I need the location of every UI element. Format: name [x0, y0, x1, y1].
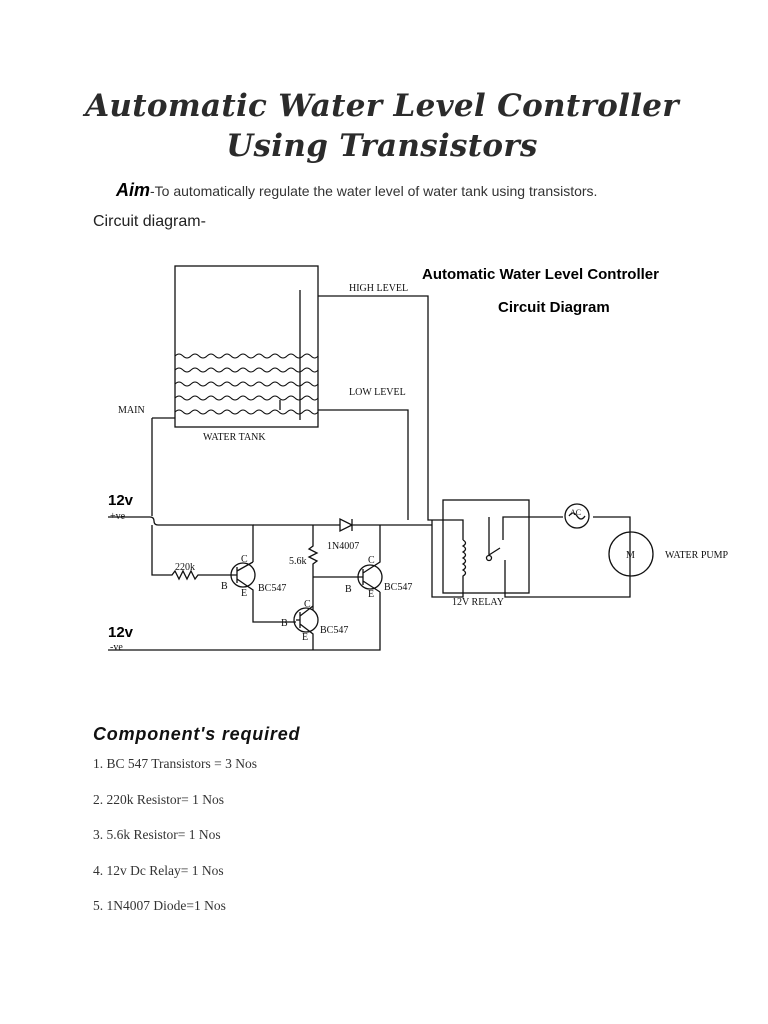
supply-negative-value: 12v	[108, 624, 134, 641]
water-pump-label: WATER PUMP	[665, 550, 729, 561]
water-tank-label: WATER TANK	[203, 432, 266, 443]
diagram-title-line-2: Circuit Diagram	[498, 299, 610, 316]
negative-rail	[108, 592, 381, 651]
high-level-wire	[318, 295, 432, 521]
transistor-1-e: E	[241, 588, 247, 599]
resistor-220k	[151, 525, 230, 581]
transistor-3-label: BC547	[320, 625, 348, 636]
transistor-3-c: C	[304, 599, 311, 610]
relay-coil	[461, 539, 467, 580]
positive-rail	[108, 516, 254, 562]
transistor-1-c: C	[241, 554, 248, 565]
resistor-220k-label: 220k	[175, 562, 195, 573]
diode-label: 1N4007	[327, 541, 359, 552]
aim-label: Aim	[116, 180, 151, 200]
components-heading: Component's required	[93, 724, 301, 744]
list-item: 4. 12v Dc Relay= 1 Nos	[93, 862, 224, 878]
main-label: MAIN	[118, 405, 145, 416]
list-item: 5. 1N4007 Diode=1 Nos	[93, 898, 226, 913]
components-list: 1. BC 547 Transistors = 3 Nos 2. 220k Re…	[93, 756, 257, 934]
water-tank	[174, 265, 319, 428]
resistor-5-6k	[307, 525, 319, 610]
diode-1n4007	[339, 517, 354, 533]
transistor-2-b: B	[345, 584, 352, 595]
supply-negative-sign: -ve	[110, 642, 123, 653]
main-wire	[151, 417, 175, 516]
supply-positive-value: 12v	[108, 492, 134, 509]
aim-text: -To automatically regulate the water lev…	[150, 183, 598, 199]
diagram-title-line-1: Automatic Water Level Controller	[422, 266, 659, 283]
transistor-1-label: BC547	[258, 583, 286, 594]
aim-paragraph: Aim-To automatically regulate the water …	[116, 180, 597, 201]
list-item: 3. 5.6k Resistor= 1 Nos	[93, 827, 221, 842]
relay-label: 12V RELAY	[452, 597, 504, 608]
transistor-2-c: C	[368, 555, 375, 566]
list-item: 2. 220k Resistor= 1 Nos	[93, 791, 224, 807]
transistor-3-b: B	[281, 618, 288, 629]
low-level-label: LOW LEVEL	[349, 387, 406, 398]
page-title-line-1: Automatic Water Level Controller	[85, 88, 679, 124]
transistor-2-label: BC547	[384, 582, 412, 593]
high-level-label: HIGH LEVEL	[349, 283, 408, 294]
resistor-5-6k-label: 5.6k	[289, 556, 307, 567]
motor-label: M	[626, 550, 635, 561]
transistor-3-e: E	[302, 632, 308, 643]
page-title-line-2: Using Transistors	[226, 128, 538, 164]
supply-positive-sign: +ve	[110, 511, 126, 522]
transistor-1-b: B	[221, 581, 228, 592]
transistor-3-body	[293, 607, 319, 633]
list-item: 1. BC 547 Transistors = 3 Nos	[93, 756, 258, 771]
ac-label: AC	[570, 508, 581, 517]
relay-box	[442, 499, 530, 594]
transistor-2-e: E	[368, 589, 374, 600]
ac-source	[564, 503, 590, 529]
low-level-wire	[279, 400, 409, 520]
circuit-diagram: Automatic Water Level Controller Circuit…	[108, 265, 729, 653]
motor	[608, 531, 654, 577]
water-waves	[174, 353, 319, 415]
circuit-diagram-heading: Circuit diagram-	[93, 213, 206, 230]
